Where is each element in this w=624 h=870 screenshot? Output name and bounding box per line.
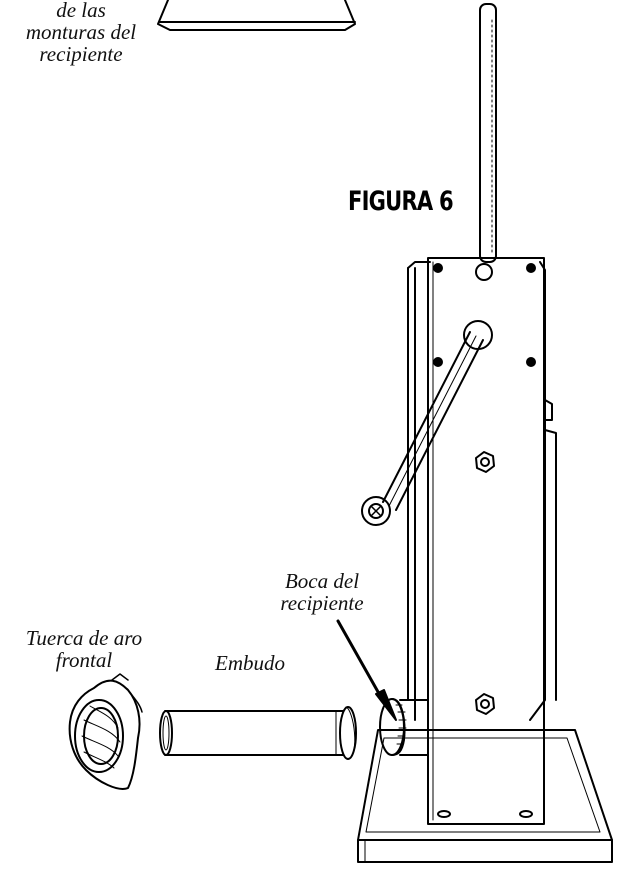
rack-rod — [479, 3, 497, 263]
crank-handle — [361, 331, 484, 526]
funnel-tube — [159, 706, 357, 760]
label-mounts-line-2: monturas del — [25, 20, 137, 44]
base-plate — [357, 729, 613, 863]
cylinder-outlet — [379, 698, 429, 756]
cylinder-mount-part — [157, 0, 356, 31]
label-nut-line-2: frontal — [55, 648, 113, 672]
label-nut-line-1: Tuerca de aro — [25, 626, 143, 650]
label-mounts-line-1: de las — [56, 0, 106, 22]
label-mouth-line-2: recipiente — [280, 591, 364, 615]
cylinder-body — [407, 261, 557, 721]
front-ring-nut — [68, 673, 143, 790]
label-mouth-line-1: Boca del — [284, 569, 360, 593]
label-mouth: Boca del recipiente — [260, 570, 384, 614]
frame-plate — [427, 257, 545, 825]
label-mounts-line-3: recipiente — [39, 42, 123, 66]
label-mounts: de las monturas del recipiente — [18, 0, 144, 65]
figure-title: FIGURA 6 — [348, 186, 454, 217]
plate-nuts — [475, 451, 495, 715]
mouth-arrow — [336, 619, 397, 721]
label-funnel: Embudo — [215, 651, 285, 675]
label-nut: Tuerca de aro frontal — [6, 627, 162, 671]
